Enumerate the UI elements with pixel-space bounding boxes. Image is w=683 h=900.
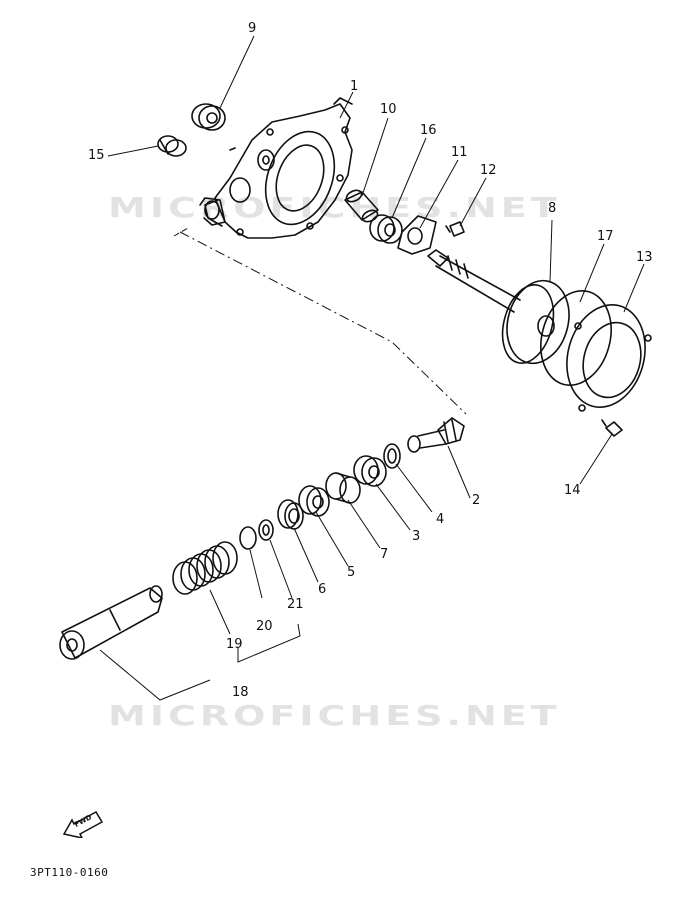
- label-part-15: 15: [88, 148, 105, 163]
- part-18-shaft[interactable]: [59, 585, 163, 660]
- label-part-19: 19: [226, 637, 243, 652]
- part-1-gear-case[interactable]: [199, 97, 353, 239]
- watermark-bottom: MICROFICHES.NET: [108, 700, 561, 732]
- label-part-12: 12: [480, 163, 497, 178]
- label-part-13: 13: [636, 250, 653, 265]
- part-14-bolt[interactable]: [601, 419, 623, 437]
- part-8-driven-shaft[interactable]: [427, 249, 578, 370]
- label-part-17: 17: [597, 229, 614, 244]
- label-part-11: 11: [451, 145, 468, 160]
- part-4-shim[interactable]: [383, 443, 401, 469]
- label-part-16: 16: [420, 123, 437, 138]
- label-part-21: 21: [287, 597, 304, 612]
- part-15-bearing[interactable]: [157, 135, 187, 157]
- label-part-2: 2: [472, 493, 481, 508]
- label-part-20: 20: [256, 619, 273, 634]
- part-20-circlip[interactable]: [239, 526, 257, 550]
- part-7-collar[interactable]: [325, 472, 361, 504]
- watermark-top: MICROFICHES.NET: [108, 192, 561, 224]
- part-17-gasket[interactable]: [531, 283, 622, 393]
- label-part-14: 14: [564, 483, 581, 498]
- part-19-spring[interactable]: [172, 541, 238, 595]
- label-part-7: 7: [380, 547, 389, 562]
- part-13-cover[interactable]: [556, 296, 656, 416]
- label-part-10: 10: [380, 102, 397, 117]
- label-part-6: 6: [318, 582, 327, 597]
- forward-arrow-icon: [62, 810, 104, 838]
- part-2-pinion-gear[interactable]: [407, 417, 465, 453]
- part-9-bearing[interactable]: [191, 103, 226, 131]
- label-part-1: 1: [350, 79, 359, 94]
- part-5-bearing[interactable]: [298, 485, 330, 517]
- part-11-retainer[interactable]: [397, 215, 437, 255]
- diagram-code: 3PT110-0160: [30, 866, 109, 879]
- part-3-bearing[interactable]: [353, 455, 387, 487]
- label-part-9: 9: [248, 21, 257, 36]
- part-16-bearing[interactable]: [369, 214, 403, 244]
- part-12-bolt[interactable]: [445, 221, 465, 237]
- label-part-18: 18: [232, 685, 249, 700]
- part-6-oil-seal[interactable]: [277, 499, 304, 530]
- label-part-8: 8: [548, 201, 557, 216]
- leader-lines: [99, 35, 645, 701]
- part-21-washer[interactable]: [258, 519, 274, 541]
- label-part-4: 4: [436, 512, 445, 527]
- label-part-5: 5: [347, 565, 356, 580]
- label-part-3: 3: [412, 529, 421, 544]
